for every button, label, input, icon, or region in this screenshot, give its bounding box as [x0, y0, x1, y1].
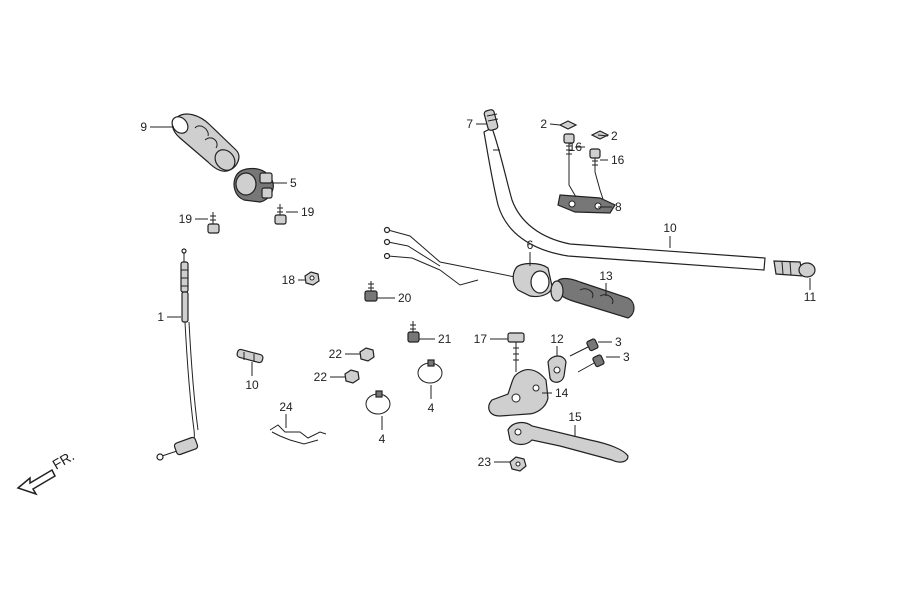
- bolt-20-part: [364, 281, 378, 302]
- switch-housing-part: [383, 226, 553, 298]
- front-arrow-icon: [16, 468, 56, 496]
- pivot-bolt-part: [507, 332, 525, 372]
- clip-part: [236, 348, 264, 364]
- callout-9: 10: [663, 221, 677, 235]
- nut-22-upper-part: [359, 347, 375, 362]
- callout-10-left: 7: [466, 117, 473, 131]
- callout-2-left: 2: [540, 117, 547, 131]
- callout-12: 9: [140, 120, 147, 134]
- callout-4-lower: 4: [379, 432, 386, 446]
- callout-22-upper: 22: [329, 347, 343, 361]
- callout-15: 15: [568, 410, 582, 424]
- front-direction-label: FR.: [50, 447, 78, 472]
- throttle-housing-part: [233, 167, 274, 203]
- bolt-cap-left-part: [558, 120, 578, 130]
- front-direction-indicator: FR.: [16, 447, 78, 496]
- handlebar-part: [483, 127, 766, 271]
- callout-11: 8: [615, 200, 622, 214]
- callout-14: 14: [555, 386, 569, 400]
- callout-19-right: 19: [301, 205, 315, 219]
- left-grip-part: [171, 113, 240, 172]
- callout-5: 5: [290, 176, 297, 190]
- bar-end-right-part: [773, 260, 816, 278]
- hose-clamp-upper-part: [417, 359, 443, 384]
- nut-part: [304, 271, 320, 286]
- callout-16-right: 16: [611, 153, 625, 167]
- clamp-bolt-left-part: [563, 133, 575, 160]
- callout-20: 20: [398, 291, 412, 305]
- leader-lines: [150, 123, 811, 463]
- screw-right-part: [274, 204, 287, 225]
- callout-labels: 9 5 19 19 1 18 20 21 22 22 10 4 4 24 7 2…: [140, 117, 816, 469]
- screw-3-upper-part: [569, 338, 599, 357]
- callout-3-upper: 3: [615, 335, 622, 349]
- nut-22-lower-part: [344, 369, 360, 384]
- callout-17: 17: [474, 332, 488, 346]
- callout-18: 18: [282, 273, 296, 287]
- callout-3-lower: 3: [623, 350, 630, 364]
- callout-10-right: 11: [804, 290, 817, 304]
- hose-clamp-lower-part: [365, 390, 391, 415]
- callout-4-upper: 4: [428, 401, 435, 415]
- callout-2-right: 2: [611, 129, 618, 143]
- bar-end-left-part: [483, 109, 499, 131]
- handlebar-clamp-part: [557, 194, 616, 214]
- screw-left-part: [207, 212, 220, 234]
- throttle-cable-part: [156, 248, 199, 461]
- callout-19-left: 19: [179, 212, 193, 226]
- clamp-bolt-right-part: [589, 148, 601, 172]
- callout-23: 23: [478, 455, 492, 469]
- callout-24: 24: [279, 400, 293, 414]
- clamp-piece-part: [547, 355, 567, 383]
- callout-21: 21: [438, 332, 452, 346]
- callout-22-lower: 22: [314, 370, 328, 384]
- callout-16-left: 16: [569, 140, 583, 154]
- bracket-part: [269, 424, 327, 445]
- right-grip-part: [550, 277, 635, 319]
- callout-8: 12: [550, 332, 564, 346]
- clutch-lever-part: [507, 421, 629, 463]
- callout-7: 10: [245, 378, 259, 392]
- screw-3-lower-part: [577, 354, 605, 373]
- callout-6: 6: [527, 238, 534, 252]
- callout-1: 1: [157, 310, 164, 324]
- bolt-21-part: [407, 321, 420, 343]
- nut-23-part: [509, 456, 527, 472]
- lever-bracket-part: [488, 368, 549, 417]
- callout-13: 13: [599, 269, 613, 283]
